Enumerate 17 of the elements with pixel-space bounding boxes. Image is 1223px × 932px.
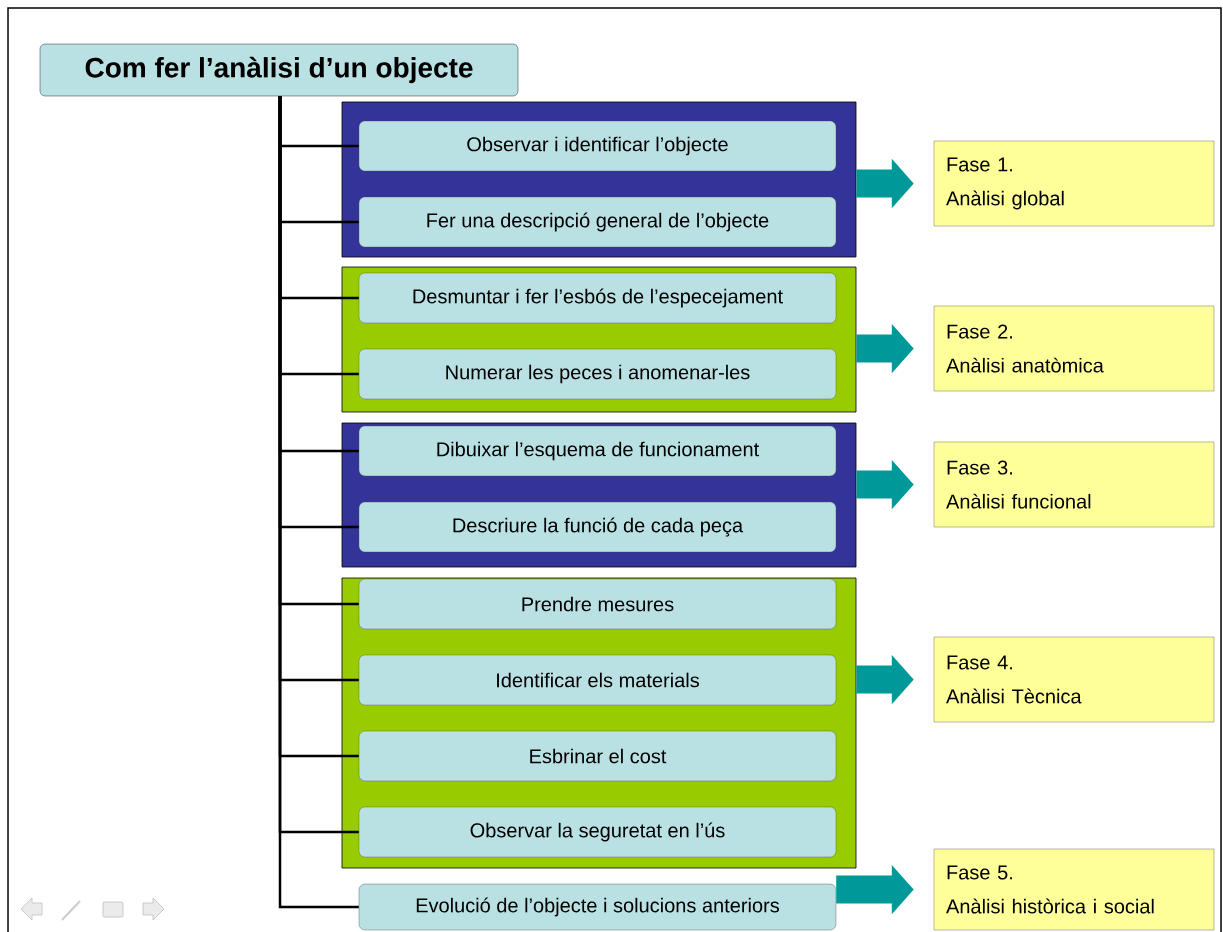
step-box: Evolució de l’objecte i solucions anteriors [358, 883, 837, 931]
step-box: Fer una descripció general de l’objecte [358, 196, 837, 248]
phase-box: Fase 5. Anàlisi històrica i social [933, 848, 1215, 931]
step-box: Identificar els materials [358, 654, 837, 706]
phase-box: Fase 4. Anàlisi Tècnica [933, 636, 1215, 723]
phase-box: Fase 2. Anàlisi anatòmica [933, 305, 1215, 392]
step-box: Numerar les peces i anomenar-les [358, 348, 837, 400]
step-box: Prendre mesures [358, 578, 837, 630]
step-box: Desmuntar i fer l’esbós de l’especejament [358, 272, 837, 324]
step-box: Dibuixar l’esquema de funcionament [358, 425, 837, 477]
step-box: Observar la seguretat en l’ús [358, 806, 837, 858]
step-box: Descriure la funció de cada peça [358, 501, 837, 553]
step-box: Observar i identificar l’objecte [358, 120, 837, 172]
title-box: Com fer l’anàlisi d’un objecte [39, 43, 519, 97]
phase-box: Fase 3. Anàlisi funcional [933, 441, 1215, 528]
step-box: Esbrinar el cost [358, 730, 837, 782]
phase-box: Fase 1. Anàlisi global [933, 140, 1215, 227]
